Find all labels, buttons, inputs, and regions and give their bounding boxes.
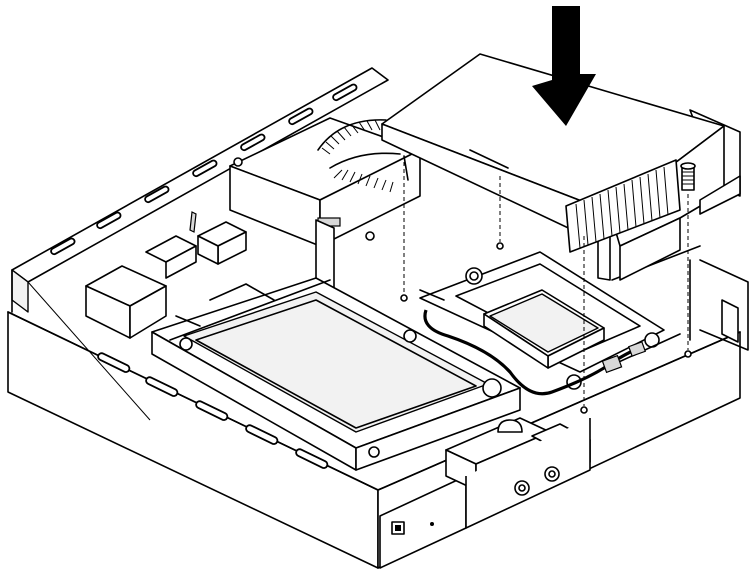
front-io-panel (379, 417, 591, 569)
captive-screw (680, 162, 696, 191)
alignment-guides (400, 162, 692, 414)
rear-io-connectors (85, 211, 247, 339)
cpu-socket (419, 251, 681, 396)
down-arrow-icon (532, 6, 596, 126)
rear-vent-slots (50, 83, 358, 256)
heat-sink-fins (565, 159, 681, 253)
heat-sink-assembly (381, 53, 741, 281)
hard-disk-drive (151, 277, 521, 471)
front-vent-slots (97, 352, 329, 469)
system-fan-assembly (229, 117, 421, 299)
